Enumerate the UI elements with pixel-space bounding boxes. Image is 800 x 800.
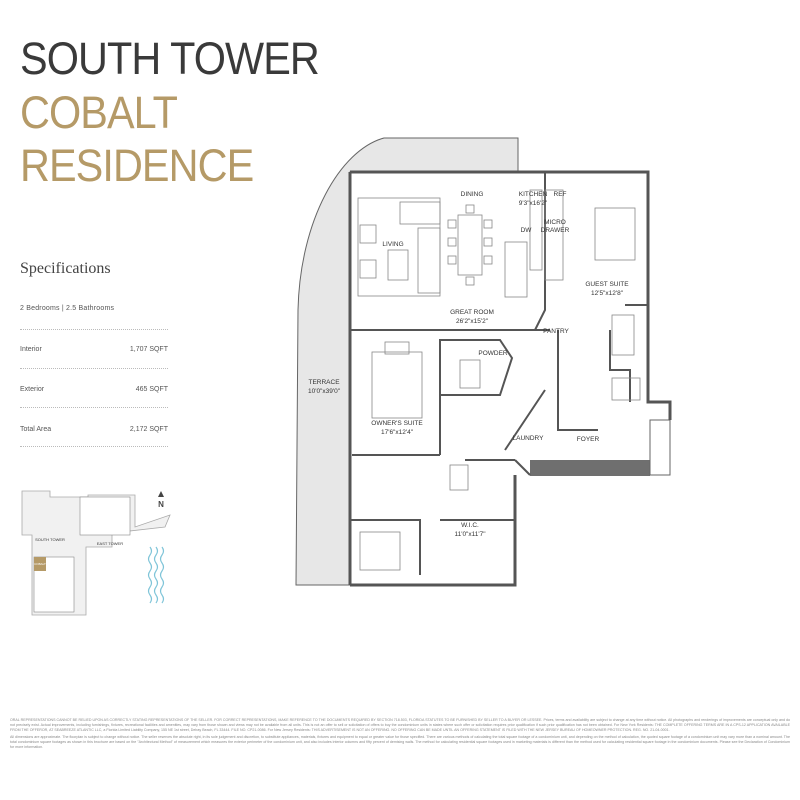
shower — [359, 531, 401, 571]
spec-value: 465 SQFT — [135, 386, 168, 393]
dining-chairs — [447, 204, 493, 286]
divider — [20, 407, 168, 408]
headboard — [384, 341, 410, 355]
spec-label: Total Area — [20, 426, 52, 433]
legal-disclaimer: ORAL REPRESENTATIONS CANNOT BE RELIED UP… — [10, 718, 790, 751]
guest-bath — [611, 314, 635, 356]
room-dim-owners-suite: 17'6"x12'4" — [381, 429, 414, 436]
spec-row-exterior: Exterior 465 SQFT — [20, 386, 168, 393]
bed-bath-summary: 2 Bedrooms | 2.5 Bathrooms — [20, 305, 115, 312]
room-dim-terrace: 10'0"x39'0" — [308, 388, 341, 395]
room-label-dining: DINING — [461, 191, 484, 198]
exterior-walls — [348, 170, 672, 587]
room-dim-wic: 11'0"x11'7" — [454, 531, 486, 538]
key-plan-drawing: SOUTH TOWER EAST TOWER COBALT N — [21, 490, 171, 616]
unit-name-line2: RESIDENCE — [20, 140, 254, 191]
interior-walls — [350, 172, 648, 575]
east-tower-outline — [79, 496, 131, 536]
corridor-wall — [530, 460, 650, 476]
east-tower-label: EAST TOWER — [97, 541, 123, 546]
room-label-living: LIVING — [382, 241, 403, 248]
room-label-ref: REF — [554, 191, 567, 198]
owners-bed — [371, 351, 423, 419]
kitchen-island — [504, 241, 528, 298]
floor-plan-drawing: DINING KITCHEN 9'3"x16'2" REF DW MICRO D… — [295, 137, 672, 587]
floor-plan: DINING KITCHEN 9'3"x16'2" REF DW MICRO D… — [290, 130, 690, 590]
room-dim-great-room: 26'2"x15'2" — [456, 318, 489, 325]
north-label: N — [158, 500, 164, 509]
sofa — [399, 201, 441, 225]
kitchen-counter — [529, 189, 543, 271]
north-arrow-icon — [158, 491, 164, 497]
divider — [20, 446, 168, 447]
room-label-owners-suite: OWNER'S SUITE — [371, 420, 423, 427]
powder-vanity — [459, 359, 481, 389]
divider — [20, 329, 168, 330]
disclaimer-paragraph: ORAL REPRESENTATIONS CANNOT BE RELIED UP… — [10, 718, 790, 733]
spec-value: 1,707 SQFT — [129, 346, 168, 353]
room-label-powder: POWDER — [478, 350, 508, 357]
kitchen-counter — [544, 189, 564, 281]
room-label-drawer: DRAWER — [541, 227, 570, 234]
disclaimer-paragraph: All dimensions are approximate. The floo… — [10, 734, 790, 750]
tower-title: SOUTH TOWER — [20, 33, 320, 84]
armchair — [359, 224, 377, 244]
room-label-foyer: FOYER — [577, 436, 600, 443]
south-tower-label: SOUTH TOWER — [35, 537, 65, 542]
spec-label: Interior — [20, 346, 42, 353]
room-label-wic: W.I.C. — [461, 522, 479, 529]
unit-label: COBALT — [34, 562, 46, 566]
laundry-machines — [449, 464, 469, 491]
room-label-laundry: LAUNDRY — [513, 435, 545, 442]
unit-name-line1: COBALT — [20, 87, 178, 138]
spec-label: Exterior — [20, 386, 45, 393]
room-label-terrace: TERRACE — [308, 379, 340, 386]
cobalt-unit-highlight — [34, 557, 46, 571]
room-label-dw: DW — [521, 227, 533, 234]
armchair — [359, 259, 377, 279]
room-dim-kitchen: 9'3"x16'2" — [519, 200, 548, 207]
spec-row-total: Total Area 2,172 SQFT — [20, 426, 168, 433]
coffee-table — [387, 249, 409, 281]
room-label-pantry: PANTRY — [543, 328, 569, 335]
guest-bed — [594, 207, 636, 261]
room-label-guest-suite: GUEST SUITE — [585, 281, 629, 288]
specifications-heading: Specifications — [20, 260, 111, 277]
corridor-wall — [649, 419, 671, 476]
spec-row-interior: Interior 1,707 SQFT — [20, 346, 168, 353]
sofa — [417, 227, 441, 294]
guest-tub — [611, 377, 641, 401]
room-label-micro: MICRO — [544, 219, 566, 226]
room-label-kitchen: KITCHEN — [519, 191, 548, 198]
ocean-waves-icon — [147, 546, 165, 604]
dining-table — [457, 214, 483, 276]
divider — [20, 368, 168, 369]
key-plan: SOUTH TOWER EAST TOWER COBALT N — [20, 487, 180, 627]
spec-value: 2,172 SQFT — [129, 426, 168, 433]
room-dim-guest-suite: 12'5"x12'8" — [591, 290, 624, 297]
room-label-great-room: GREAT ROOM — [450, 309, 494, 316]
terrace-area — [295, 137, 519, 586]
